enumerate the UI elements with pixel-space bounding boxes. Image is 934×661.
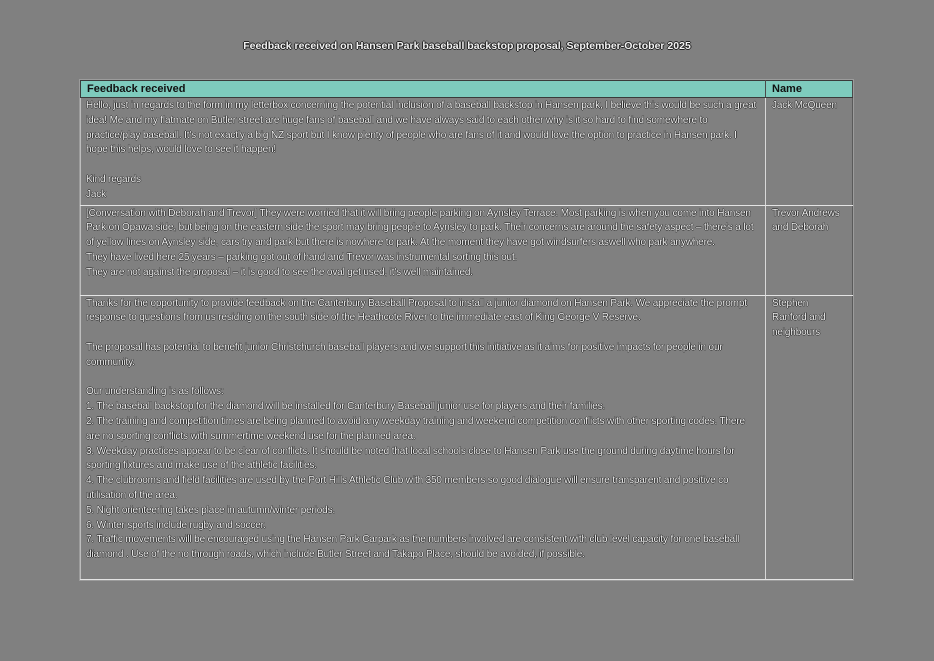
- name-cell: Stephen Ranford and neighbours: [765, 295, 853, 580]
- table-row: Hello, just in regards to the form in my…: [80, 97, 853, 206]
- table-row: Thanks for the opportunity to provide fe…: [80, 295, 853, 580]
- table-header-row: Feedback received Name: [80, 80, 853, 98]
- name-cell: Jack McQueen: [765, 97, 853, 206]
- feedback-cell: Thanks for the opportunity to provide fe…: [80, 295, 766, 580]
- document-title: Feedback received on Hansen Park basebal…: [243, 40, 691, 52]
- name-cell: Trevor Andrews and Deborah: [765, 205, 853, 296]
- feedback-cell: Hello, just in regards to the form in my…: [80, 97, 766, 206]
- feedback-cell: [Conversation with Deborah and Trevor] T…: [80, 205, 766, 296]
- feedback-table: Feedback received Name Hello, just in re…: [80, 80, 853, 580]
- column-header-name: Name: [765, 80, 853, 98]
- table-row: [Conversation with Deborah and Trevor] T…: [80, 205, 853, 296]
- column-header-feedback: Feedback received: [80, 80, 766, 98]
